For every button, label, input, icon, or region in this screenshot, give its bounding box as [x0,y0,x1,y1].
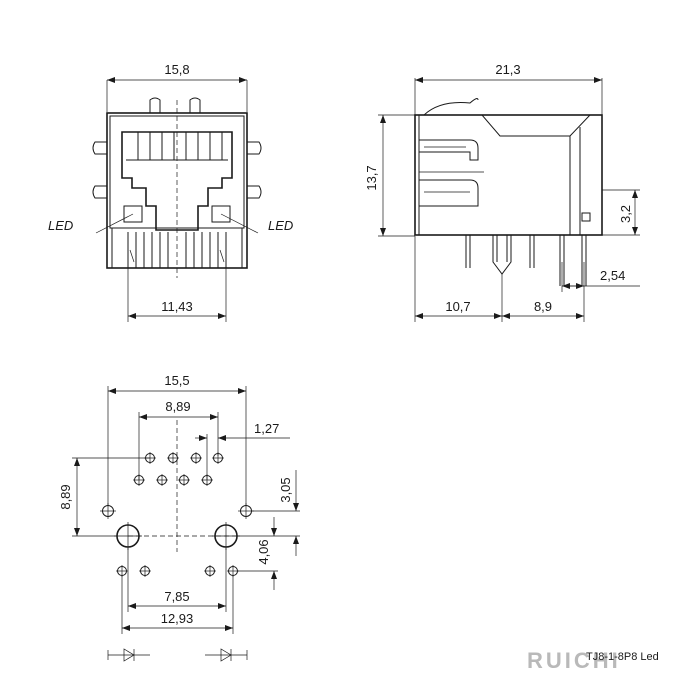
footprint-led-inner-dim: 7,85 [164,589,189,604]
footprint-row-offset-dim: 3,05 [278,477,293,502]
side-front-dim: 10,7 [445,299,470,314]
footprint-led-vertical-dim: 4,06 [256,539,271,564]
contact-fingers [126,132,228,161]
led-right-label: LED [268,218,293,233]
signal-pins [133,452,224,486]
brand-logo: RUICHI [527,648,621,673]
led-diode-symbol-left [107,648,150,662]
footprint-width-dim: 15,5 [164,373,189,388]
led-diode-symbol-right [205,648,248,662]
side-view: 21,3 13,7 [364,62,640,322]
front-width-dim: 15,8 [164,62,189,77]
side-length-dim: 21,3 [495,62,520,77]
footprint-view: 15,5 8,89 1,27 [58,373,300,662]
front-view: 15,8 LED [48,62,293,322]
side-height-dim: 13,7 [364,165,379,190]
footprint-pitch-dim: 1,27 [254,421,279,436]
side-rear-dim: 8,9 [534,299,552,314]
side-pitch-dim: 2,54 [600,268,625,283]
led-left-label: LED [48,218,73,233]
side-standoff-dim: 3,2 [618,205,633,223]
footprint-led-outer-dim: 12,93 [161,611,194,626]
footprint-vertical-dim: 8,89 [58,484,73,509]
part-number: TJ8-1-8P8 Led [586,651,659,663]
footprint-signal-span-dim: 8,89 [165,399,190,414]
bottom-leads [111,228,243,268]
front-pin-span-dim: 11,43 [161,299,193,314]
